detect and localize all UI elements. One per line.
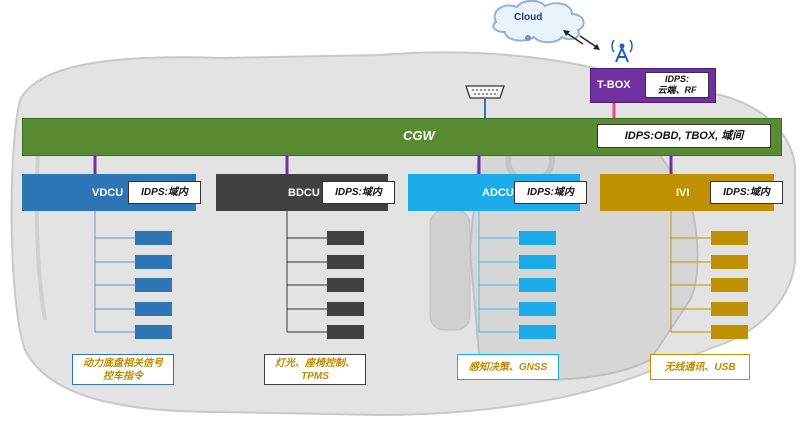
cgw-label: CGW [403,128,435,143]
ivi-block: IVI IDPS:域内 [600,174,783,211]
obd-connector-icon [465,85,505,118]
ivi-idps-note: IDPS:域内 [710,181,783,204]
bdcu-function-label: 灯光、座椅控制、 TPMS [264,354,366,385]
arrow-down-icon [579,35,599,49]
bdcu-nodes [327,231,364,339]
arrow-up-icon [564,31,584,45]
cgw-idps-note: IDPS:OBD, TBOX, 域间 [597,124,771,148]
arrow-head-up-icon [563,30,570,36]
ivi-label: IVI [676,187,690,199]
vdcu-block: VDCU IDPS:域内 [22,174,201,211]
ivi-function-label: 无线通讯、USB [650,354,750,380]
vdcu-tree [94,211,135,333]
adcu-nodes [519,231,556,339]
car-seat [429,209,471,331]
bdcu-block: BDCU IDPS:域内 [216,174,395,211]
tbox-block: T-BOX IDPS: 云端、RF [590,68,716,103]
cloud-shape [492,0,585,44]
car-windshield [468,123,699,381]
adcu-tree [478,211,519,333]
adcu-function-label: 感知决策、GNSS [457,354,559,380]
vdcu-label: VDCU [92,187,124,199]
arrow-head-down-icon [593,44,600,50]
cloud-label: Cloud [514,12,543,23]
bdcu-idps-note: IDPS:域内 [322,181,395,204]
tbox-idps-note: IDPS: 云端、RF [645,72,709,98]
vdcu-nodes [135,231,172,339]
cloud-anchor-icon [525,35,531,41]
ivi-tree [670,211,711,333]
bdcu-label: BDCU [288,187,320,199]
tbox-label: T-BOX [597,79,631,91]
vdcu-idps-note: IDPS:域内 [128,181,201,204]
adcu-idps-note: IDPS:域内 [514,181,587,204]
bdcu-tree [286,211,327,333]
antenna-icon [611,39,633,63]
ivi-nodes [711,231,748,339]
adcu-label: ADCU [482,187,514,199]
vdcu-function-label: 动力底盘相关信号 控车指令 [72,354,174,385]
adcu-block: ADCU IDPS:域内 [408,174,587,211]
